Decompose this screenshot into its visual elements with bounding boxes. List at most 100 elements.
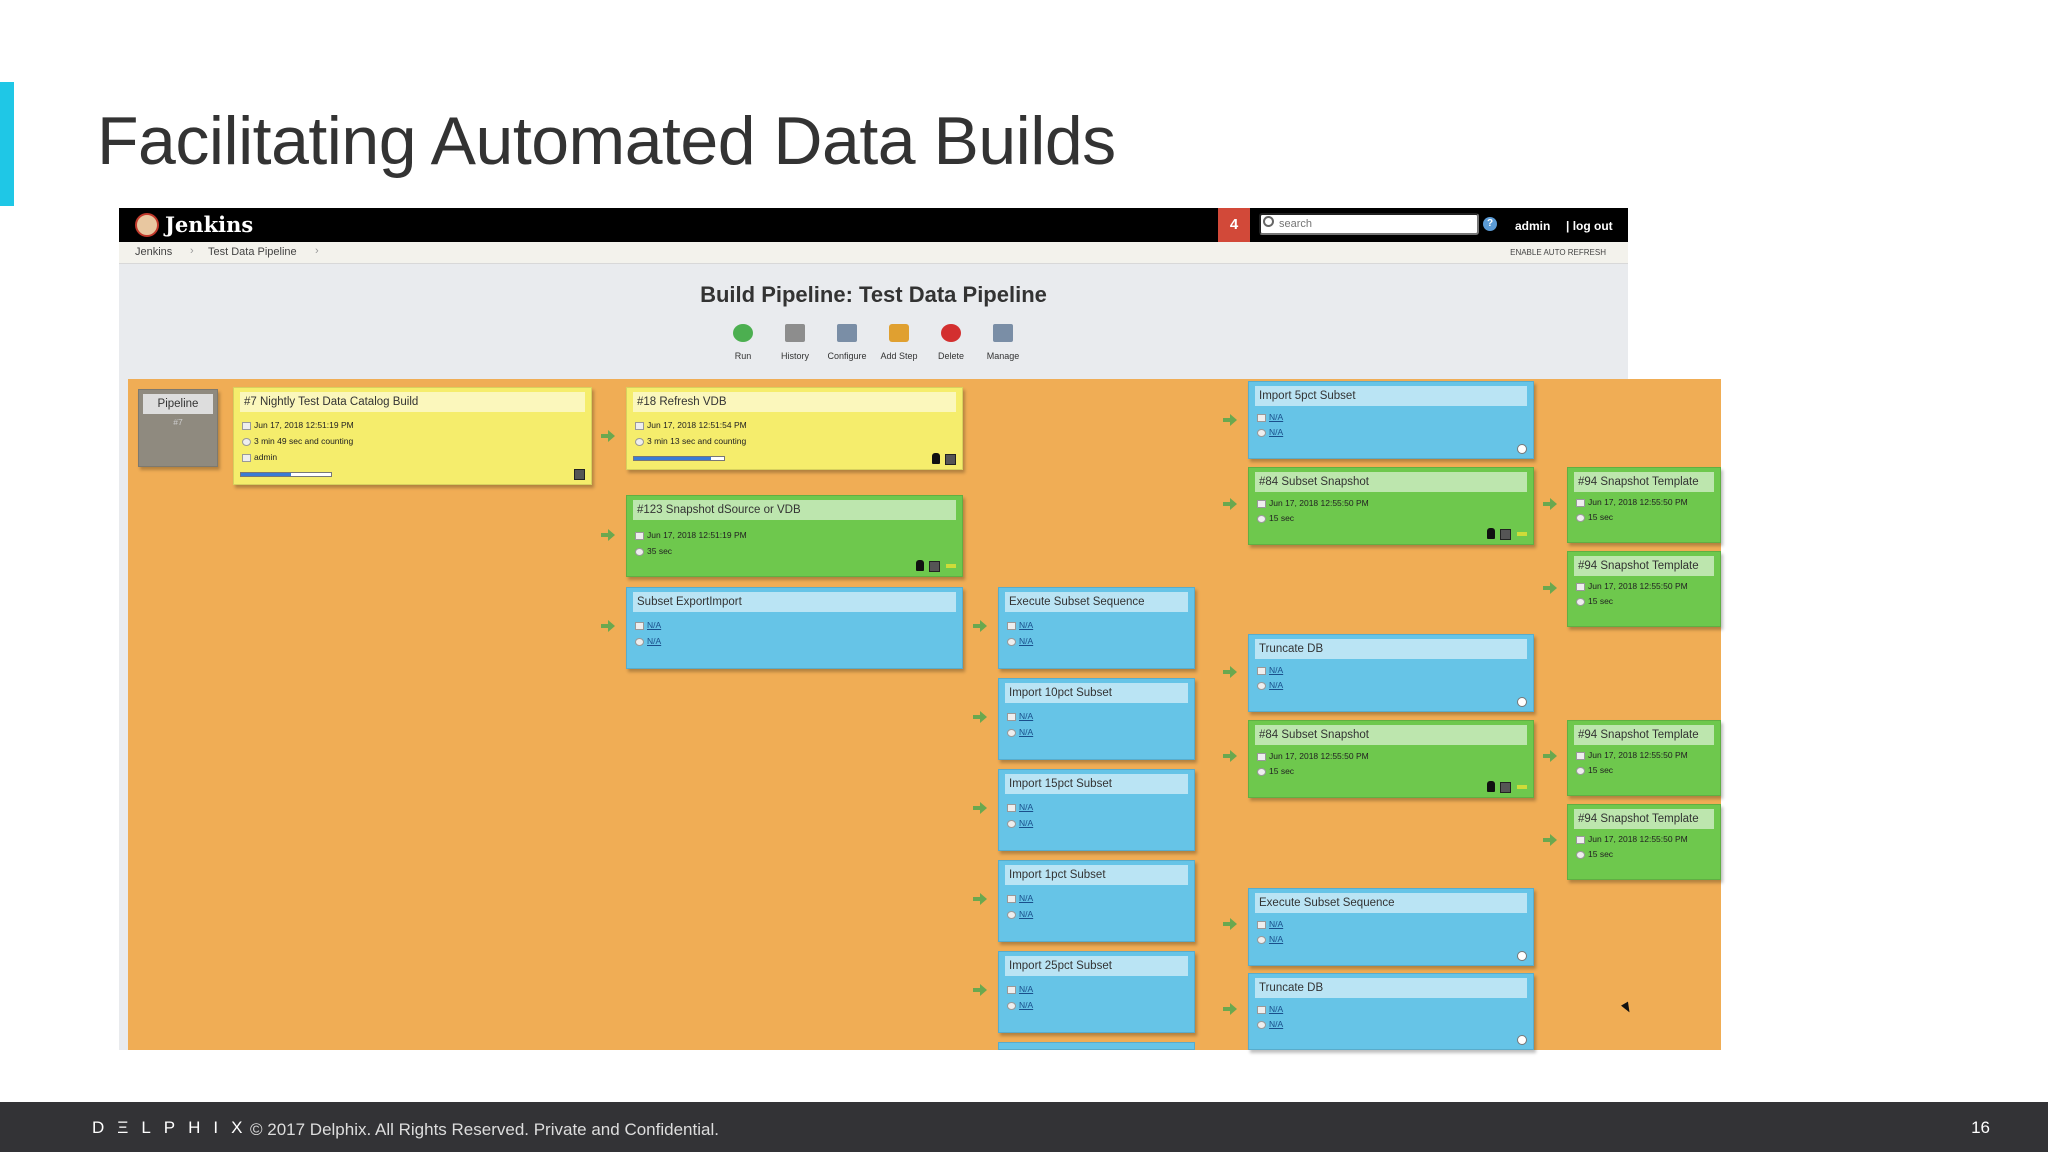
build-box-snapshot-dsource[interactable]: #123 Snapshot dSource or VDB Jun 17, 201… <box>626 495 963 577</box>
build-title[interactable]: #94 Snapshot Template <box>1574 725 1714 745</box>
configure-button[interactable]: Configure <box>817 324 877 364</box>
build-box-refresh-vdb[interactable]: #18 Refresh VDB Jun 17, 2018 12:51:54 PM… <box>626 387 963 470</box>
build-date: Jun 17, 2018 12:51:54 PM <box>635 420 747 430</box>
build-title[interactable]: Import 10pct Subset <box>1005 683 1188 703</box>
clock-icon <box>1576 597 1585 606</box>
build-box-snapshot-template-4[interactable]: #94 Snapshot Template Jun 17, 2018 12:55… <box>1567 804 1721 880</box>
build-title[interactable]: Subset ExportImport <box>633 592 956 612</box>
build-title[interactable]: Import 15pct Subset <box>1005 774 1188 794</box>
build-title[interactable]: #18 Refresh VDB <box>633 392 956 412</box>
build-box-execute-subset-sequence-2[interactable]: Execute Subset Sequence N/A N/A <box>1248 888 1534 966</box>
calendar-icon <box>1007 621 1016 630</box>
console-icon[interactable] <box>945 454 956 465</box>
console-icon[interactable] <box>1500 529 1511 540</box>
build-duration: N/A <box>1257 934 1283 944</box>
calendar-icon <box>1257 920 1266 929</box>
build-title[interactable]: Import 1pct Subset <box>1005 865 1188 885</box>
calendar-icon <box>635 421 644 430</box>
breadcrumb-test-data-pipeline[interactable]: Test Data Pipeline <box>208 246 297 258</box>
calendar-icon <box>1007 894 1016 903</box>
clock-icon <box>1257 1020 1266 1029</box>
build-title[interactable]: Execute Subset Sequence <box>1255 893 1527 913</box>
user-link[interactable]: admin <box>1515 219 1551 233</box>
history-button[interactable]: History <box>765 324 825 364</box>
flow-arrow-icon <box>601 430 615 442</box>
build-title[interactable]: #123 Snapshot dSource or VDB <box>633 500 956 520</box>
flow-arrow-icon <box>1223 498 1237 510</box>
build-title[interactable]: Execute Subset Sequence <box>1005 592 1188 612</box>
history-icon[interactable] <box>1517 1035 1527 1045</box>
clock-icon <box>1007 910 1016 919</box>
build-box-import-1pct[interactable]: Import 1pct Subset N/A N/A <box>998 860 1195 942</box>
build-title[interactable]: #7 Nightly Test Data Catalog Build <box>240 392 585 412</box>
build-title[interactable]: #94 Snapshot Template <box>1574 556 1714 576</box>
flow-arrow-icon <box>973 711 987 723</box>
history-icon[interactable] <box>1517 444 1527 454</box>
breadcrumb-jenkins[interactable]: Jenkins <box>135 246 173 258</box>
build-date: Jun 17, 2018 12:55:50 PM <box>1576 834 1688 844</box>
build-date: Jun 17, 2018 12:55:50 PM <box>1257 498 1369 508</box>
clock-icon <box>1257 935 1266 944</box>
build-box-import-15pct[interactable]: Import 15pct Subset N/A N/A <box>998 769 1195 851</box>
build-box-partial[interactable] <box>998 1042 1195 1050</box>
console-icon[interactable] <box>929 561 940 572</box>
build-box-subset-snapshot-1[interactable]: #84 Subset Snapshot Jun 17, 2018 12:55:5… <box>1248 467 1534 545</box>
console-icon[interactable] <box>1500 782 1511 793</box>
build-box-subset-export-import[interactable]: Subset ExportImport N/A N/A <box>626 587 963 669</box>
build-title[interactable]: Truncate DB <box>1255 978 1527 998</box>
help-icon[interactable]: ? <box>1483 217 1497 231</box>
build-title[interactable]: #94 Snapshot Template <box>1574 472 1714 492</box>
build-box-truncate-db-2[interactable]: Truncate DB N/A N/A <box>1248 973 1534 1050</box>
build-title[interactable]: Truncate DB <box>1255 639 1527 659</box>
retry-icon[interactable] <box>1517 785 1527 789</box>
manage-button[interactable]: Manage <box>973 324 1033 364</box>
breadcrumb-separator: › <box>190 245 194 257</box>
add-step-button[interactable]: Add Step <box>869 324 929 364</box>
history-icon[interactable] <box>1517 697 1527 707</box>
build-box-nightly[interactable]: #7 Nightly Test Data Catalog Build Jun 1… <box>233 387 592 485</box>
retry-icon[interactable] <box>946 564 956 568</box>
build-box-snapshot-template-1[interactable]: #94 Snapshot Template Jun 17, 2018 12:55… <box>1567 467 1721 543</box>
build-progress-bar <box>633 456 725 461</box>
build-title[interactable]: Import 5pct Subset <box>1255 386 1527 406</box>
calendar-icon <box>1576 498 1585 507</box>
flow-arrow-icon <box>1543 750 1557 762</box>
build-duration: 3 min 13 sec and counting <box>635 436 746 446</box>
pipeline-run-box[interactable]: Pipeline #7 <box>138 389 218 467</box>
build-title[interactable]: Import 25pct Subset <box>1005 956 1188 976</box>
jenkins-butler-icon[interactable] <box>135 213 159 237</box>
jenkins-brand[interactable]: Jenkins <box>165 212 254 237</box>
run-button[interactable]: Run <box>713 324 773 364</box>
build-box-snapshot-template-3[interactable]: #94 Snapshot Template Jun 17, 2018 12:55… <box>1567 720 1721 796</box>
build-title[interactable]: #94 Snapshot Template <box>1574 809 1714 829</box>
flow-arrow-icon <box>601 529 615 541</box>
console-icon[interactable] <box>574 469 585 480</box>
accent-bar <box>0 82 14 206</box>
retry-icon[interactable] <box>1517 532 1527 536</box>
build-box-import-5pct[interactable]: Import 5pct Subset N/A N/A <box>1248 381 1534 459</box>
build-title[interactable]: #84 Subset Snapshot <box>1255 472 1527 492</box>
history-icon[interactable] <box>1517 951 1527 961</box>
user-icon <box>242 453 251 462</box>
build-box-subset-snapshot-2[interactable]: #84 Subset Snapshot Jun 17, 2018 12:55:5… <box>1248 720 1534 798</box>
delete-button[interactable]: Delete <box>921 324 981 364</box>
build-date: N/A <box>1257 919 1283 929</box>
build-date: N/A <box>1257 665 1283 675</box>
build-title[interactable]: #84 Subset Snapshot <box>1255 725 1527 745</box>
enable-auto-refresh-link[interactable]: ENABLE AUTO REFRESH <box>1510 248 1606 257</box>
flow-arrow-icon <box>973 893 987 905</box>
notification-badge[interactable]: 4 <box>1218 208 1250 242</box>
search-input[interactable] <box>1259 213 1479 235</box>
clock-icon <box>1007 819 1016 828</box>
build-box-import-10pct[interactable]: Import 10pct Subset N/A N/A <box>998 678 1195 760</box>
clock-icon <box>1257 767 1266 776</box>
build-user: admin <box>242 452 277 462</box>
build-box-snapshot-template-2[interactable]: #94 Snapshot Template Jun 17, 2018 12:55… <box>1567 551 1721 627</box>
build-box-execute-subset-sequence[interactable]: Execute Subset Sequence N/A N/A <box>998 587 1195 669</box>
pipeline-run-number: #7 <box>173 417 183 427</box>
logout-link[interactable]: | log out <box>1566 219 1613 233</box>
lock-icon <box>916 560 924 571</box>
build-box-truncate-db-1[interactable]: Truncate DB N/A N/A <box>1248 634 1534 712</box>
build-box-import-25pct[interactable]: Import 25pct Subset N/A N/A <box>998 951 1195 1033</box>
build-date: Jun 17, 2018 12:55:50 PM <box>1576 497 1688 507</box>
